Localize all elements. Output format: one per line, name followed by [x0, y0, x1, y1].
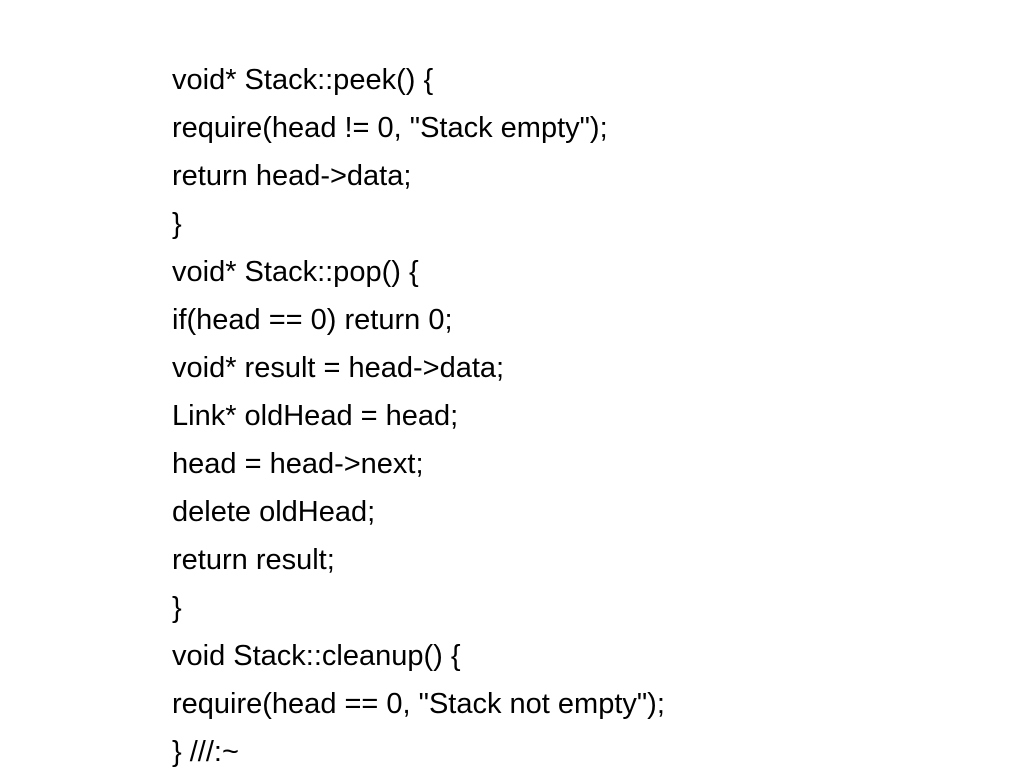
code-line-5: void* Stack::pop() { [172, 256, 419, 288]
code-line-15: } ///:~ [172, 736, 239, 768]
code-listing: void* Stack::peek() { require(head != 0,… [172, 56, 665, 776]
code-line-11: return result; [172, 544, 335, 576]
code-line-7: void* result = head->data; [172, 352, 505, 384]
code-line-12: } [172, 592, 182, 624]
code-line-6: if(head == 0) return 0; [172, 304, 453, 336]
code-line-10: delete oldHead; [172, 496, 376, 528]
code-line-13: void Stack::cleanup() { [172, 640, 461, 672]
code-line-9: head = head->next; [172, 448, 424, 480]
code-line-2: require(head != 0, "Stack empty"); [172, 112, 608, 144]
code-line-3: return head->data; [172, 160, 412, 192]
code-line-8: Link* oldHead = head; [172, 400, 459, 432]
code-line-4: } [172, 208, 182, 240]
code-line-14: require(head == 0, "Stack not empty"); [172, 688, 665, 720]
code-line-1: void* Stack::peek() { [172, 64, 434, 96]
